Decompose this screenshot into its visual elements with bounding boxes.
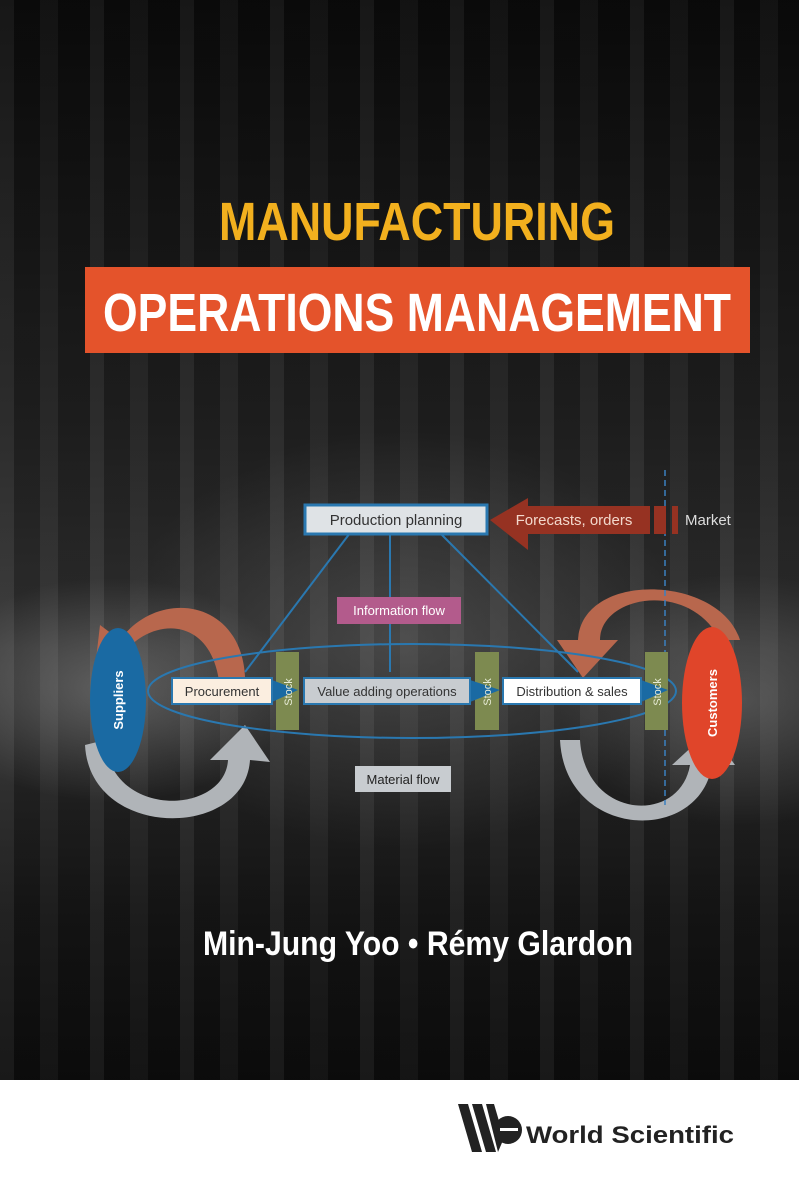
cover-background	[0, 0, 799, 1080]
forecasts-arrow	[490, 498, 650, 550]
production-planning-label: Production planning	[330, 512, 463, 529]
material-loop	[147, 643, 677, 739]
information-flow-label: Information flow	[353, 603, 445, 618]
distribution-box	[502, 677, 642, 705]
material-flow-box	[355, 766, 451, 792]
production-planning-box	[303, 503, 489, 536]
customers-node	[682, 627, 742, 779]
publisher-name: World Scientific	[526, 1122, 734, 1149]
supplier-return-arrow	[95, 607, 246, 690]
stock-blocks	[272, 652, 668, 730]
world-scientific-logo-icon	[458, 1104, 522, 1152]
forecasts-label: Forecasts, orders	[516, 512, 633, 529]
suppliers-label: Suppliers	[111, 670, 126, 729]
value-adding-box	[303, 677, 471, 705]
value-adding-label: Value adding operations	[317, 684, 457, 699]
suppliers-node	[90, 628, 146, 772]
stock-label: Stock	[482, 678, 494, 706]
cover-art: MANUFACTURING OPERATIONS MANAGEMENT Supp…	[85, 192, 750, 963]
stock-label: Stock	[652, 678, 664, 706]
market-label: Market	[685, 512, 732, 529]
publisher-logo: World Scientific	[458, 1104, 734, 1152]
title-line-1: MANUFACTURING	[219, 192, 615, 252]
information-flow-box	[337, 597, 461, 624]
forecasts-arrow-tail	[654, 506, 666, 534]
publisher-band: World Scientific	[0, 1080, 799, 1200]
procurement-label: Procurement	[185, 684, 260, 699]
stock-label: Stock	[283, 678, 295, 706]
supplier-material-arrow	[85, 725, 270, 819]
distribution-label: Distribution & sales	[516, 684, 628, 699]
procurement-box	[171, 677, 273, 705]
forecasts-arrow-tail	[672, 506, 678, 534]
material-flow-label: Material flow	[367, 772, 441, 787]
customer-return-arrow	[557, 589, 740, 678]
title-band	[85, 267, 750, 353]
authors: Min-Jung Yoo • Rémy Glardon	[203, 925, 633, 963]
title-line-2: OPERATIONS MANAGEMENT	[103, 283, 731, 343]
customers-label: Customers	[705, 669, 720, 737]
